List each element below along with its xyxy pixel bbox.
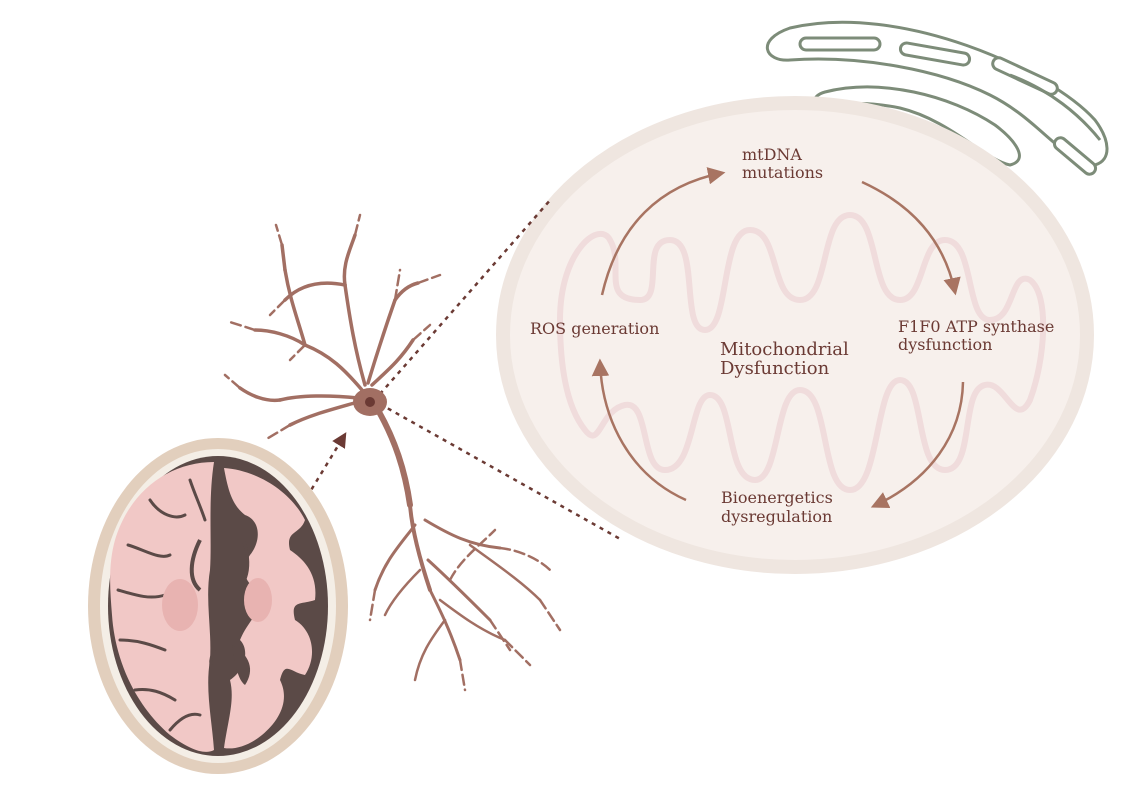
arrow-atp-to-bioenergetics (870, 381, 965, 509)
zoom-lines (379, 197, 623, 542)
label-bioenergetics: Bioenergetics dysregulation (721, 488, 838, 526)
label-center-title: Mitochondrial Dysfunction (720, 339, 854, 379)
arrow-mtdna-to-atp (861, 180, 961, 296)
label-atp-synthase: F1F0 ATP synthase dysfunction (898, 317, 1059, 354)
cycle-arrows (591, 167, 965, 509)
neuron-graphic (223, 213, 562, 692)
label-ros-generation: ROS generation (530, 319, 659, 338)
arrow-ros-to-mtdna (600, 167, 726, 296)
label-mtdna-mutations: mtDNA mutations (742, 145, 823, 182)
brain-section-graphic (88, 438, 348, 774)
cycle-labels: mtDNA mutations F1F0 ATP synthase dysfun… (530, 145, 1059, 526)
inner-membrane-cristae (556, 211, 1047, 494)
arrow-bioenergetics-to-ros (591, 358, 687, 502)
